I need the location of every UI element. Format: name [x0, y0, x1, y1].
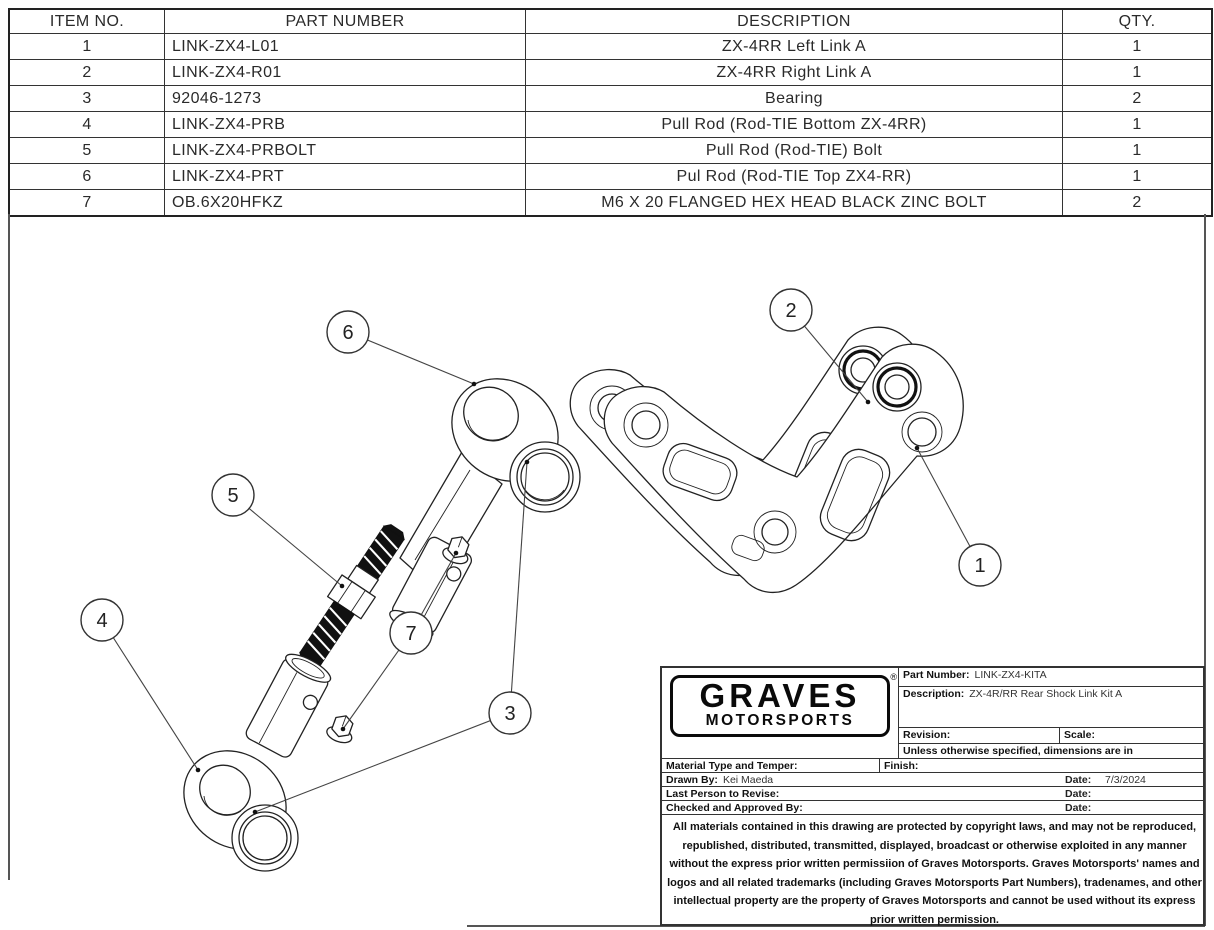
revision-cell: Revision:: [899, 728, 1060, 744]
checked-label: Checked and Approved By:: [666, 802, 803, 814]
copyright-line: All materials contained in this drawing …: [672, 821, 1197, 833]
bom-cell-part: 92046-1273: [164, 85, 526, 112]
units-note-cell: Unless otherwise specified, dimensions a…: [899, 744, 1205, 759]
sheet-border-right: [1204, 214, 1206, 926]
copyright-line: intellectual property are the property o…: [673, 895, 1196, 908]
copyright-line: without the express prior written permis…: [669, 858, 1200, 871]
bom-cell-item: 5: [8, 137, 165, 164]
bom-row: 6 LINK-ZX4-PRT Pul Rod (Rod-TIE Top ZX4-…: [8, 163, 1213, 190]
pull-rod-bottom-item4: [183, 653, 332, 872]
bom-cell-part: OB.6X20HFKZ: [164, 189, 526, 217]
bom-row: 7 OB.6X20HFKZ M6 X 20 FLANGED HEX HEAD B…: [8, 189, 1213, 217]
balloon-3: 3: [488, 691, 532, 735]
logo-text-motorsports: MOTORSPORTS: [705, 712, 855, 729]
description-value: ZX-4R/RR Rear Shock Link Kit A: [969, 688, 1123, 700]
bom-row: 2 LINK-ZX4-R01 ZX-4RR Right Link A 1: [8, 59, 1213, 86]
bom-cell-qty: 2: [1062, 85, 1213, 112]
svg-text:3: 3: [504, 703, 515, 725]
finish-label: Finish:: [884, 760, 919, 772]
balloon-7: 7: [389, 611, 433, 655]
pull-rod-bolt-item5: [299, 524, 405, 668]
bom-cell-desc: Pull Rod (Rod-TIE Bottom ZX-4RR): [525, 111, 1063, 138]
bom-cell-qty: 1: [1062, 33, 1213, 60]
jam-nut: [326, 574, 376, 620]
checked-cell: Checked and Approved By: Date:: [662, 801, 1205, 815]
drawn-by-value: Kei Maeda: [722, 774, 774, 786]
material-cell: Material Type and Temper:: [662, 759, 880, 773]
svg-text:1: 1: [974, 555, 985, 577]
checked-date-label: Date:: [1065, 802, 1092, 814]
bom-cell-qty: 1: [1062, 111, 1213, 138]
pull-rod-top-item6: [389, 378, 581, 638]
bom-cell-part: LINK-ZX4-L01: [164, 33, 526, 60]
drawn-by-cell: Drawn By: Kei Maeda Date: 7/3/2024: [662, 773, 1205, 787]
bom-header-desc: DESCRIPTION: [525, 8, 1063, 34]
bom-cell-desc: Bearing: [525, 85, 1063, 112]
last-revise-label: Last Person to Revise:: [666, 788, 780, 800]
copyright-line: republished, distributed, transmitted, d…: [682, 839, 1187, 852]
logo-text-graves: GRAVES: [699, 677, 861, 714]
bom-table: ITEM NO. PART NUMBER DESCRIPTION QTY. 1 …: [8, 8, 1213, 217]
svg-text:2: 2: [785, 300, 796, 322]
bom-cell-desc: ZX-4RR Left Link A: [525, 33, 1063, 60]
bom-cell-qty: 1: [1062, 137, 1213, 164]
description-cell: Description: ZX-4R/RR Rear Shock Link Kit…: [899, 687, 1205, 728]
drawn-date-label: Date:: [1065, 774, 1092, 786]
revise-date-label: Date:: [1065, 788, 1092, 800]
bom-cell-desc: ZX-4RR Right Link A: [525, 59, 1063, 86]
title-block: GRAVES MOTORSPORTS ® Part Number: LINK-ZX…: [660, 666, 1205, 926]
bom-cell-part: LINK-ZX4-PRT: [164, 163, 526, 190]
svg-text:7: 7: [405, 623, 416, 645]
bom-cell-qty: 2: [1062, 189, 1213, 217]
bom-cell-qty: 1: [1062, 163, 1213, 190]
balloon-1: 1: [958, 543, 1002, 587]
bom-row: 3 92046-1273 Bearing 2: [8, 85, 1213, 112]
logo-cell: GRAVES MOTORSPORTS ®: [662, 668, 899, 759]
revision-label: Revision:: [903, 729, 951, 741]
part-number-cell: Part Number: LINK-ZX4-KITA: [899, 668, 1205, 687]
description-label: Description:: [903, 688, 965, 700]
bom-cell-item: 4: [8, 111, 165, 138]
bom-header-row: ITEM NO. PART NUMBER DESCRIPTION QTY.: [8, 8, 1213, 34]
copyright-line: prior written permission.: [870, 913, 999, 926]
part-number-value: LINK-ZX4-KITA: [974, 669, 1047, 681]
svg-text:4: 4: [96, 610, 107, 632]
bom-cell-desc: M6 X 20 FLANGED HEX HEAD BLACK ZINC BOLT: [525, 189, 1063, 217]
copyright-notice: All materials contained in this drawing …: [662, 815, 1207, 928]
bearing-top-item3: [509, 441, 581, 513]
bom-cell-desc: Pul Rod (Rod-TIE Top ZX4-RR): [525, 163, 1063, 190]
balloon-6: 6: [326, 310, 370, 354]
svg-text:6: 6: [342, 322, 353, 344]
finish-cell: Finish:: [880, 759, 1205, 773]
part-number-label: Part Number:: [903, 669, 970, 681]
balloon-5: 5: [211, 473, 255, 517]
svg-text:5: 5: [227, 485, 238, 507]
last-revise-cell: Last Person to Revise: Date:: [662, 787, 1205, 801]
scale-label: Scale:: [1064, 729, 1095, 741]
bom-cell-part: LINK-ZX4-PRBOLT: [164, 137, 526, 164]
material-label: Material Type and Temper:: [666, 760, 798, 772]
drawn-date-value: 7/3/2024: [1105, 774, 1146, 786]
registered-trademark-symbol: ®: [890, 672, 897, 682]
drawn-by-label: Drawn By:: [666, 774, 718, 786]
bearing-bottom-item3: [231, 804, 299, 872]
bom-cell-item: 3: [8, 85, 165, 112]
bom-header-part: PART NUMBER: [164, 8, 526, 34]
bom-row: 1 LINK-ZX4-L01 ZX-4RR Left Link A 1: [8, 33, 1213, 60]
bom-cell-desc: Pull Rod (Rod-TIE) Bolt: [525, 137, 1063, 164]
units-note: Unless otherwise specified, dimensions a…: [903, 745, 1133, 757]
graves-motorsports-logo: GRAVES MOTORSPORTS ®: [670, 672, 897, 737]
copyright-line: logos and all related trademarks (includ…: [667, 876, 1202, 889]
scale-cell: Scale:: [1060, 728, 1205, 744]
balloon-4: 4: [80, 598, 124, 642]
bom-cell-item: 7: [8, 189, 165, 217]
sheet-border-left: [8, 214, 10, 880]
balloon-2: 2: [769, 288, 813, 332]
bom-row: 5 LINK-ZX4-PRBOLT Pull Rod (Rod-TIE) Bol…: [8, 137, 1213, 164]
